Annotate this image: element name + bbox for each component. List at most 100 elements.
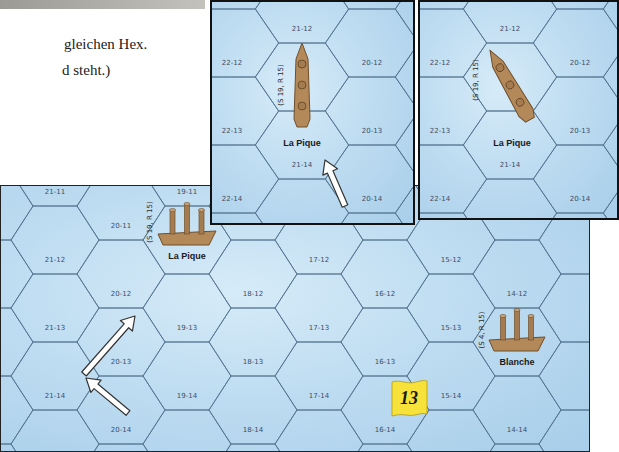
- hex-cell: [11, 206, 99, 274]
- hex-cell: [77, 308, 165, 376]
- map-border: [1, 186, 590, 452]
- hex-cell: [275, 274, 363, 342]
- inset-border: [419, 1, 618, 219]
- ship-mast: [185, 204, 190, 234]
- hex-number: 14-12: [507, 290, 527, 298]
- hex-cell: [463, 111, 556, 179]
- hex-cell: [473, 240, 561, 308]
- ship-mast: [514, 308, 520, 311]
- hex-cell: [325, 9, 415, 77]
- hex-cell: [407, 410, 495, 452]
- hex-cell: [533, 145, 619, 213]
- hex-number: 21-12: [500, 25, 520, 33]
- ship-stats: (S 4, R 15): [478, 311, 486, 348]
- hex-cell: [395, 43, 415, 111]
- hex-cell: [77, 376, 165, 444]
- hex-cell: [209, 308, 297, 376]
- hex-cell: [275, 410, 363, 452]
- hex-cell: [0, 240, 33, 308]
- hex-number: 21-14: [292, 161, 312, 169]
- hex-number: 17-14: [309, 392, 329, 400]
- ship-mast: [199, 208, 205, 211]
- hex-number: 18-14: [243, 426, 263, 434]
- hex-cell: [463, 179, 556, 220]
- ship-name: La Pique: [493, 138, 531, 148]
- ship-name: Blanche: [499, 357, 534, 367]
- ship-mast: [170, 208, 176, 211]
- ship-stats: (S 19, R 15): [472, 59, 480, 100]
- hex-cell: [539, 274, 590, 342]
- hex-number: 14-14: [507, 426, 527, 434]
- ship-name: La Pique: [168, 251, 206, 261]
- inset-border: [211, 1, 414, 224]
- ship-hull: [294, 43, 310, 127]
- hex-cell: [209, 240, 297, 308]
- move-arrow: [323, 160, 348, 207]
- hex-cell: [473, 308, 561, 376]
- hex-number: 19-11: [177, 188, 197, 196]
- hex-cell: [0, 376, 33, 444]
- hex-number: 20-12: [111, 290, 131, 298]
- hex-cell: [395, 111, 415, 179]
- hex-number: 21-13: [45, 324, 65, 332]
- hex-cell: [210, 145, 279, 213]
- sea: [418, 0, 619, 220]
- ship-mast: [501, 316, 506, 340]
- ship-mast: [495, 62, 506, 73]
- ship-mast: [515, 310, 520, 340]
- hex-number: 16-14: [375, 426, 395, 434]
- move-arrow: [86, 378, 130, 415]
- inset-map: [418, 0, 619, 220]
- hex-number: 20-12: [362, 59, 382, 67]
- hex-number: 20-14: [111, 426, 131, 434]
- hex-cell: [341, 444, 429, 452]
- hex-cell: [473, 444, 561, 452]
- hex-cell: [418, 145, 487, 213]
- hex-number: 20-14: [362, 195, 382, 203]
- ship-counter: [489, 308, 545, 351]
- hex-cell: [603, 43, 619, 111]
- hex-cell: [463, 0, 556, 43]
- turn-flag: [392, 381, 427, 416]
- hex-number: 17-12: [309, 256, 329, 264]
- hex-number: 18-13: [243, 358, 263, 366]
- hex-cell: [11, 185, 99, 206]
- inset-map: [210, 0, 415, 225]
- rule-text: d steht.): [62, 62, 110, 79]
- hex-cell: [603, 179, 619, 220]
- ship-counter: [294, 43, 310, 127]
- ship-stats: (S 19, R 15): [277, 64, 285, 105]
- hex-number: 16-13: [375, 358, 395, 366]
- hex-cell: [0, 308, 33, 376]
- hex-number: 20-11: [111, 222, 131, 230]
- ship-hull: [483, 46, 537, 123]
- hex-number: 21-14: [45, 392, 65, 400]
- hex-number: 22-13: [222, 127, 242, 135]
- hex-number: 15-14: [441, 392, 461, 400]
- hex-cell: [395, 0, 415, 43]
- ship-counter: [483, 46, 537, 123]
- hex-cell: [143, 342, 231, 410]
- hex-number: 20-12: [570, 59, 590, 67]
- hex-number: 20-13: [362, 127, 382, 135]
- hex-number: 15-13: [441, 324, 461, 332]
- hex-number: 21-14: [500, 161, 520, 169]
- hex-cell: [603, 111, 619, 179]
- turn-flag-number: 13: [400, 388, 418, 409]
- hex-cell: [255, 0, 348, 43]
- hex-number: 20-14: [570, 195, 590, 203]
- hex-cell: [77, 444, 165, 452]
- hex-cell: [603, 0, 619, 43]
- hex-number: 20-13: [570, 127, 590, 135]
- hex-cell: [210, 77, 279, 145]
- hex-number: 17-13: [309, 324, 329, 332]
- hex-number: 22-12: [222, 59, 242, 67]
- hex-number: 22-14: [430, 195, 450, 203]
- ship-mast: [515, 97, 526, 108]
- hex-number: 16-12: [375, 290, 395, 298]
- ship-mast: [528, 314, 534, 317]
- hex-number: 21-12: [45, 256, 65, 264]
- hex-number: 21-11: [45, 188, 65, 196]
- hex-cell: [11, 274, 99, 342]
